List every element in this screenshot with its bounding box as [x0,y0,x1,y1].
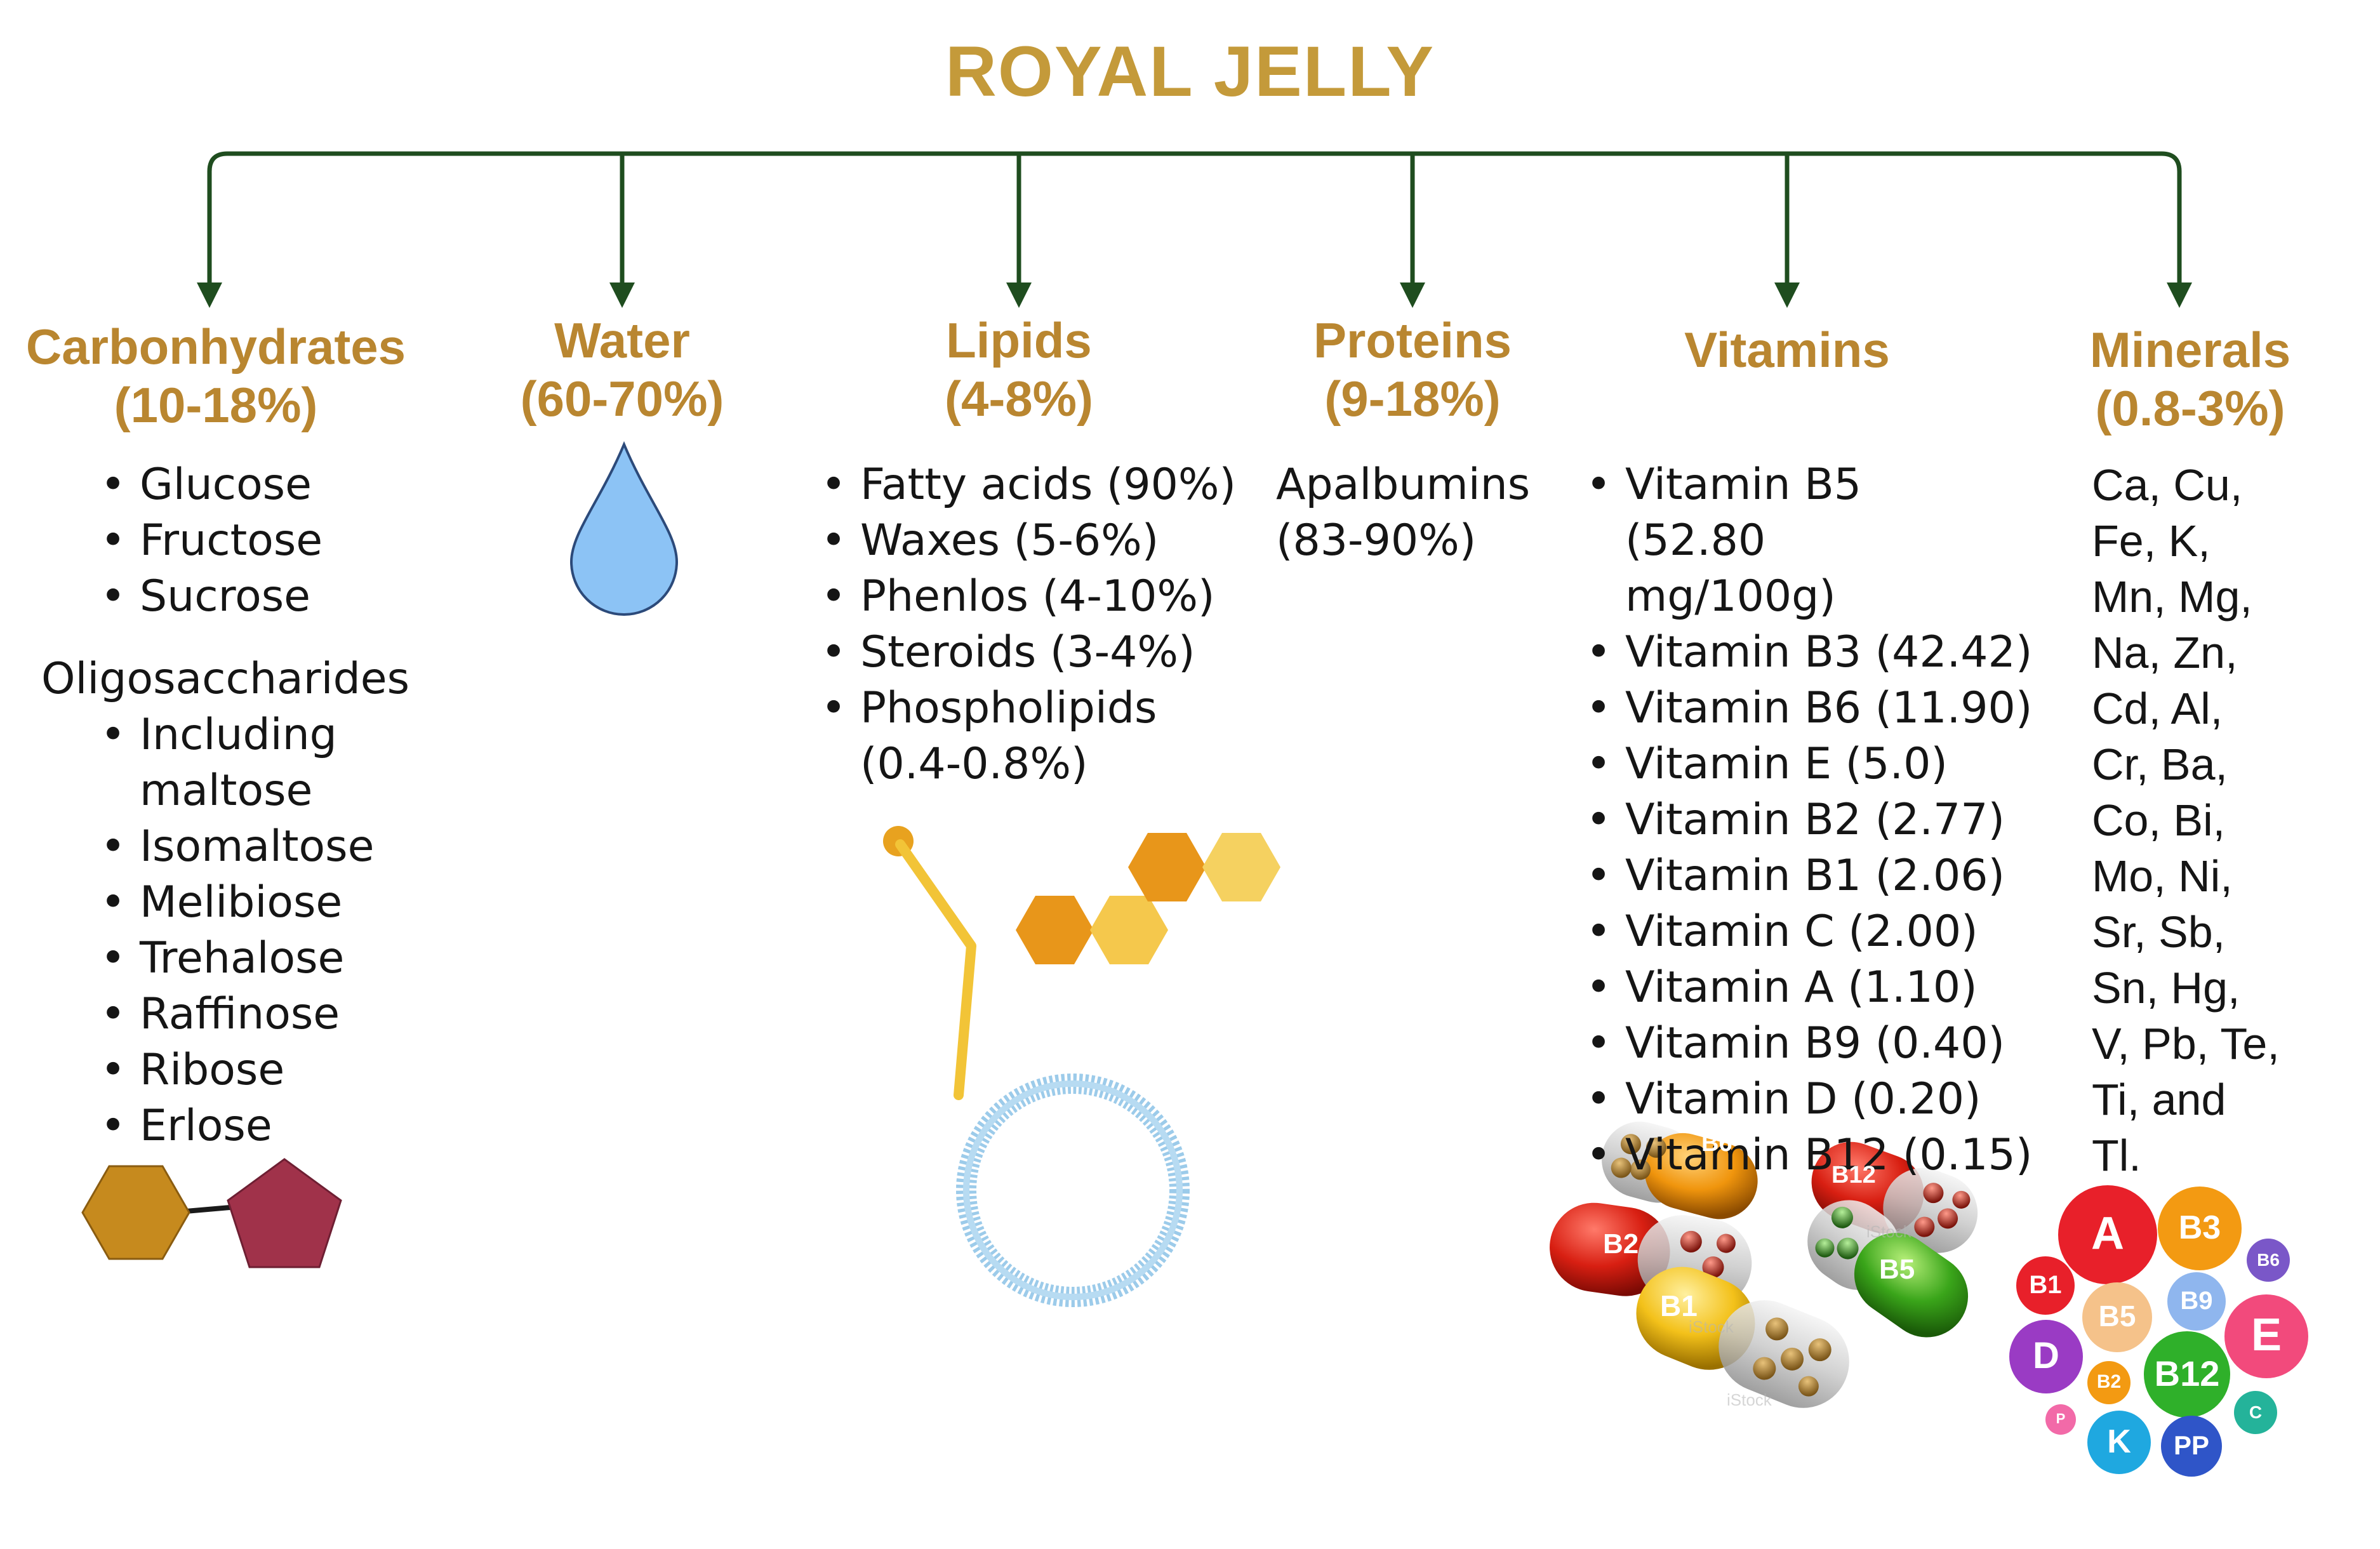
list-item: Waxes (5-6%) [803,513,1286,569]
list-item: Phenlos (4-10%) [803,569,1286,625]
heading-minerals: Minerals (0.8-3%) [2063,321,2317,437]
vitamin-bubble-b1: B1 [2029,1271,2062,1300]
vitamin-bubble-a: A [2091,1208,2124,1260]
heading-carbohydrates: Carbonhydrates (10-18%) [19,317,413,434]
list-item: Vitamin C (2.00) [1568,904,2051,960]
arrowhead-water [609,283,635,308]
arrowhead-lipids [1006,283,1032,308]
list-item: Vitamin B12 (0.15) [1568,1127,2051,1183]
capsule-label-b12: B12 [1832,1162,1876,1188]
lipids-list: Fatty acids (90%) Waxes (5-6%) Phenlos (… [803,457,1286,792]
list-item: Erlose [83,1098,375,1154]
capsule-label-b5: B5 [1879,1254,1915,1285]
list-item: Sucrose [83,569,413,625]
lipid-chain-icon [883,826,976,1100]
vitamin-bubble-b2: B2 [2096,1371,2122,1393]
sugar-molecule-icon [81,1158,342,1268]
connector-tree [207,151,2182,283]
heading-vitamins-name: Vitamins [1684,322,1890,378]
heading-proteins: Proteins (9-18%) [1286,311,1539,428]
vitamin-bubble-d: D [2033,1335,2059,1377]
list-item: Vitamin E (5.0) [1568,736,2051,792]
list-item: Vitamin B6 (11.90) [1568,681,2051,736]
list-item: Steroids (3-4%) [803,625,1286,681]
list-item: Raffinose [83,987,375,1042]
diagram-title: ROYAL JELLY [945,32,1435,111]
vitamin-bubble-c: C [2249,1402,2263,1422]
capsule-label-b2: B2 [1603,1228,1639,1260]
oligosaccharide-list: Including maltose Isomaltose Melibiose T… [83,707,375,1154]
phospholipid-ring-icon [956,1074,1190,1307]
arrowhead-carbohydrates [197,283,222,308]
watermark: iStock [1866,1222,1911,1241]
vitamins-list: Vitamin B5 (52.80 mg/100g) Vitamin B3 (4… [1568,457,2051,1183]
carbohydrates-sugar-list: Glucose Fructose Sucrose [83,457,413,625]
capsule-label-b6: B6 [1701,1130,1732,1157]
list-item: Vitamin B5 (52.80 mg/100g) [1568,457,1981,625]
honeycomb-icon [1016,833,1280,964]
list-item: Glucose [83,457,413,513]
water-drop-icon [569,441,679,616]
heading-minerals-name: Minerals [2089,322,2291,378]
list-item: Melibiose [83,875,375,931]
hexagon-icon [81,1165,190,1260]
vitamin-bubble-e: E [2250,1310,2282,1361]
heading-carbohydrates-share: (10-18%) [114,377,318,433]
arrowheads [197,283,2192,308]
arrowhead-minerals [2167,283,2192,308]
list-item: Vitamin A (1.10) [1568,960,2051,1016]
list-item: Trehalose [83,931,375,987]
heading-minerals-share: (0.8-3%) [2095,380,2285,436]
capsule-label-b1: B1 [1660,1289,1698,1322]
vitamin-bubble-p: P [2056,1411,2066,1427]
heading-water: Water (60-70%) [495,311,749,428]
vitamin-bubble-b3: B3 [2178,1209,2221,1246]
list-item: Ribose [83,1042,375,1098]
list-item: Phospholipids (0.4-0.8%) [803,681,1216,792]
heading-carbohydrates-name: Carbonhydrates [25,319,406,375]
vitamin-bubble-b9: B9 [2180,1287,2213,1315]
watermark: iStock [1689,1317,1734,1336]
watermark: iStock [1727,1390,1772,1409]
pentagon-icon [227,1158,342,1268]
connector-bar [207,151,2182,283]
list-item: Fructose [83,513,413,569]
vitamin-bubble-b12: B12 [2154,1353,2220,1394]
list-item: Vitamin B3 (42.42) [1568,625,2051,681]
arrowhead-proteins [1400,283,1425,308]
vitamin-bubble-k: K [2107,1423,2131,1460]
vitamin-bubbles-icon [2009,1185,2308,1477]
list-item: Vitamin B9 (0.40) [1568,1016,2051,1072]
list-item: Vitamin B2 (2.77) [1568,792,2051,848]
list-item: Isomaltose [83,819,375,875]
vitamin-bubble-b5: B5 [2098,1300,2136,1333]
minerals-text: Ca, Cu, Fe, K, Mn, Mg, Na, Zn, Cd, Al, C… [2092,460,2280,1180]
vitamin-bubble-pp: PP [2173,1430,2210,1460]
heading-water-share: (60-70%) [520,371,724,427]
list-item: Vitamin B1 (2.06) [1568,848,2051,904]
heading-lipids-name: Lipids [946,312,1092,368]
heading-proteins-name: Proteins [1313,312,1512,368]
oligosaccharides-label: Oligosaccharides [41,654,409,704]
heading-lipids-share: (4-8%) [944,371,1094,427]
heading-lipids: Lipids (4-8%) [892,311,1146,428]
list-item: Fatty acids (90%) [803,457,1286,513]
heading-vitamins: Vitamins [1660,321,1914,379]
heading-water-name: Water [554,312,690,368]
list-item: Vitamin D (0.20) [1568,1072,2051,1127]
arrowhead-vitamins [1774,283,1800,308]
proteins-text: Apalbumins (83-90%) [1276,460,1531,566]
heading-proteins-share: (9-18%) [1324,371,1501,427]
list-item: Including maltose [83,707,375,819]
vitamin-bubble-b6: B6 [2257,1249,2280,1270]
